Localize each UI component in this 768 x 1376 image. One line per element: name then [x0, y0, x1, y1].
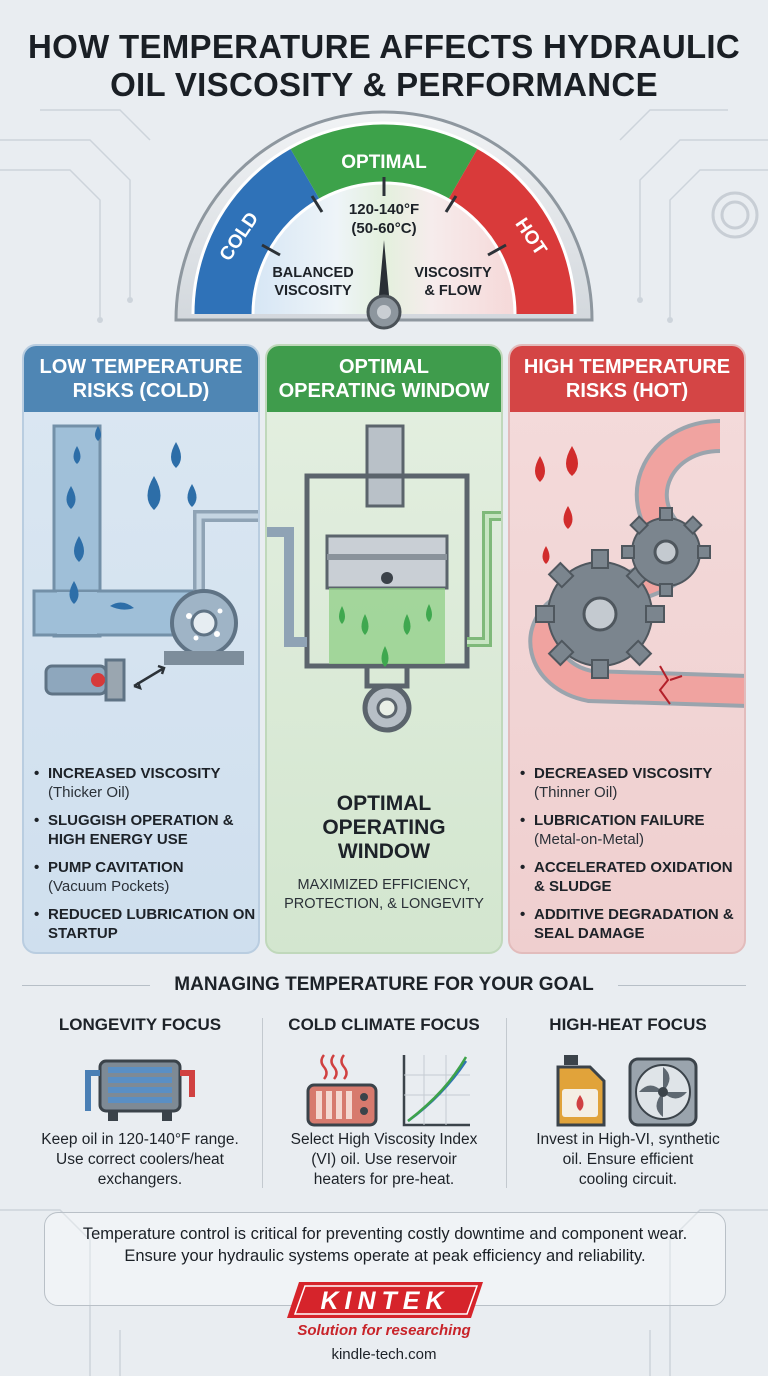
list-item: PUMP CAVITATION(Vacuum Pockets) — [34, 858, 256, 896]
column-text: Select High Viscosity Index(VI) oil. Use… — [290, 1131, 478, 1188]
high-heat-column: HIGH-HEAT FOCUS Invest in High-VI, synth… — [504, 1015, 752, 1188]
cold-risks-panel: LOW TEMPERATURE RISKS (COLD) — [22, 344, 260, 954]
list-item: ACCELERATED OXIDATION & SLUDGE — [520, 858, 742, 896]
brand-tagline: Solution for researching — [297, 1322, 471, 1339]
svg-text:KINTEK: KINTEK — [320, 1287, 449, 1315]
managing-heading: MANAGING TEMPERATURE FOR YOUR GOAL — [174, 974, 594, 995]
list-item: REDUCED LUBRICATION ON STARTUP — [34, 905, 256, 943]
gauge-optimal-range: 120-140°F (50-60°C) — [348, 201, 420, 237]
list-item: SLUGGISH OPERATION & HIGH ENERGY USE — [34, 811, 256, 849]
gauge-optimal-label: OPTIMAL — [341, 152, 427, 173]
list-item: ADDITIVE DEGRADATION & SEAL DAMAGE — [520, 905, 742, 943]
divider — [506, 1018, 507, 1188]
optimal-body-title: OPTIMAL OPERATING WINDOW — [322, 792, 446, 863]
synthetic-oil-and-fan-icon — [556, 1055, 698, 1127]
reservoir-heater-icon — [306, 1054, 470, 1127]
cold-risk-list: INCREASED VISCOSITY(Thicker Oil) SLUGGIS… — [34, 764, 256, 952]
kintek-logo: KINTEK — [287, 1282, 483, 1318]
overheated-gears-illustration — [528, 419, 744, 708]
hot-risk-list: DECREASED VISCOSITY(Thinner Oil) LUBRICA… — [520, 764, 742, 952]
column-title: COLD CLIMATE FOCUS — [288, 1015, 480, 1034]
cold-climate-column: COLD CLIMATE FOCUS Select High Viscosity… — [260, 1015, 508, 1188]
list-item: DECREASED VISCOSITY(Thinner Oil) — [520, 764, 742, 802]
heat-exchanger-icon — [85, 1059, 195, 1121]
list-item: LUBRICATION FAILURE(Metal-on-Metal) — [520, 811, 742, 849]
optimal-body-subtitle: MAXIMIZED EFFICIENCY, PROTECTION, & LONG… — [284, 877, 484, 912]
hot-risks-panel: HIGH TEMPERATURE RISKS (HOT) — [508, 344, 746, 954]
temperature-gauge: COLD OPTIMAL HOT — [174, 110, 594, 330]
divider — [262, 1018, 263, 1188]
hydraulic-cylinder-illustration — [267, 424, 501, 733]
column-title: LONGEVITY FOCUS — [58, 1015, 222, 1034]
divider — [22, 985, 150, 986]
longevity-column: LONGEVITY FOCUS Keep oil in 120-140°F ra… — [16, 1015, 264, 1188]
page-title: HOW TEMPERATURE AFFECTS HYDRAULIC OIL VI… — [27, 28, 741, 103]
cold-pipe-pump-illustration — [32, 424, 258, 702]
list-item: INCREASED VISCOSITY(Thicker Oil) — [34, 764, 256, 802]
cold-panel-header: LOW TEMPERATURE RISKS (COLD) — [24, 346, 258, 412]
column-title: HIGH-HEAT FOCUS — [549, 1015, 707, 1034]
optimal-panel-header: OPTIMAL OPERATING WINDOW — [267, 346, 501, 412]
hot-panel-header: HIGH TEMPERATURE RISKS (HOT) — [510, 346, 744, 412]
gauge-left-note: BALANCED VISCOSITY — [272, 265, 354, 299]
gauge-right-note: VISCOSITY & FLOW — [414, 265, 492, 299]
divider — [618, 985, 746, 986]
optimal-window-panel: OPTIMAL OPERATING WINDOW OPTIMAL OPERATI… — [265, 344, 503, 954]
column-text: Keep oil in 120-140°F range.Use correct … — [41, 1131, 239, 1188]
brand-url[interactable]: kindle-tech.com — [331, 1346, 437, 1363]
